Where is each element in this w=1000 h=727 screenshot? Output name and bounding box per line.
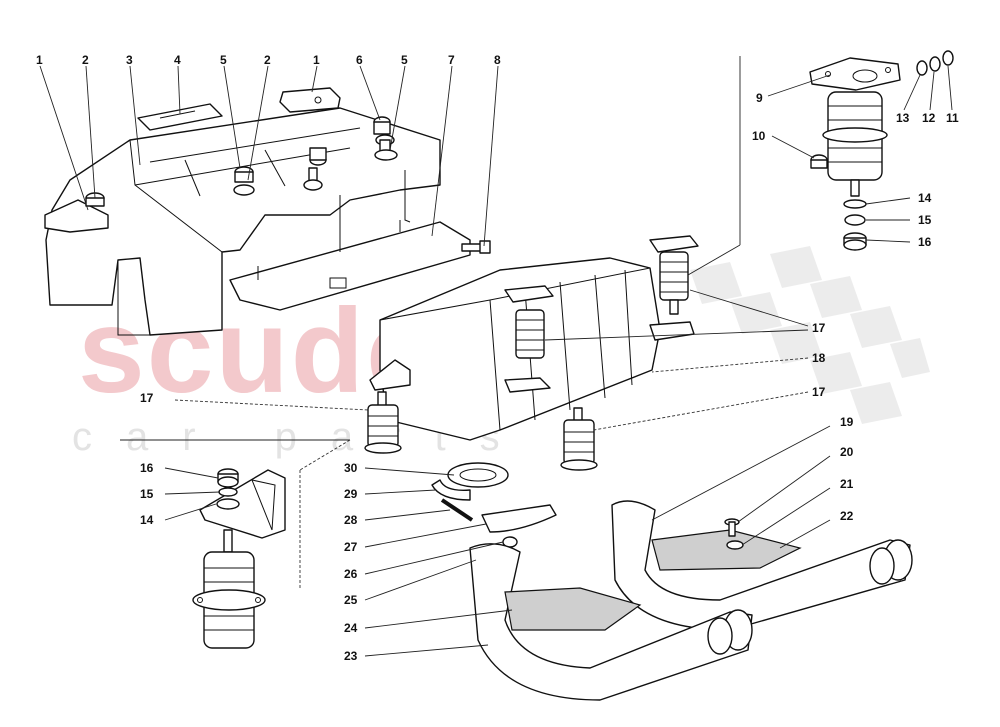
rubber-mount-part-17-top [649, 235, 699, 315]
callout-29: 29 [344, 487, 358, 501]
callout-5-second: 5 [401, 53, 408, 67]
nut-part-16-left [217, 468, 239, 488]
rubber-mount-part-17-center [504, 285, 554, 359]
callout-22: 22 [840, 509, 854, 523]
clamp-part-30 [447, 462, 509, 488]
tailpipe-part-19 [611, 500, 913, 631]
washer-part-21 [726, 540, 744, 550]
ring-part-12 [929, 56, 941, 72]
callout-1-second: 1 [313, 53, 320, 67]
callout-4: 4 [174, 53, 181, 67]
rubber-mount-part-17-right [560, 407, 598, 471]
clamp-half-part-27 [481, 504, 557, 533]
callout-27: 27 [344, 540, 358, 554]
bracket-part-1 [279, 87, 341, 113]
callout-17: 17 [812, 321, 826, 335]
callout-16: 16 [918, 235, 932, 249]
callout-25: 25 [344, 593, 358, 607]
washer-part-14-left [216, 498, 240, 510]
heat-shield-part-3 [45, 107, 441, 336]
callout-24: 24 [344, 621, 358, 635]
callout-17-right: 17 [812, 385, 826, 399]
bolt-part-28 [440, 498, 474, 522]
callout-20: 20 [840, 445, 854, 459]
callout-18: 18 [812, 351, 826, 365]
bolt-part-8 [461, 240, 491, 254]
callout-11: 11 [946, 111, 959, 125]
clip-bracket-part-1 [44, 199, 109, 233]
callout-9: 9 [756, 91, 763, 105]
callout-labels: 1 2 3 4 5 2 1 6 5 7 8 9 10 13 12 11 14 1… [36, 53, 959, 663]
callout-21: 21 [840, 477, 854, 491]
callout-8: 8 [494, 53, 501, 67]
callout-23: 23 [344, 649, 358, 663]
clamp-half-part-29 [431, 479, 471, 501]
nut-part-16 [843, 232, 867, 251]
rubber-mount-part-17-left [364, 391, 402, 454]
callout-5: 5 [220, 53, 227, 67]
washer-part-15 [844, 214, 866, 226]
callout-10: 10 [752, 129, 766, 143]
callout-2-second: 2 [264, 53, 271, 67]
callout-28: 28 [344, 513, 358, 527]
mount-bracket-detail [199, 469, 286, 539]
ring-part-11 [942, 50, 954, 66]
flange-part-9 [809, 57, 901, 91]
callout-13: 13 [896, 111, 910, 125]
washer-part-15-left [218, 487, 238, 497]
callout-30: 30 [344, 461, 358, 475]
callout-14: 14 [918, 191, 932, 205]
heat-shield-part-24 [504, 587, 642, 631]
callout-26: 26 [344, 567, 358, 581]
nut-part-2b [233, 166, 255, 196]
callout-16-left: 16 [140, 461, 154, 475]
callout-14-left: 14 [140, 513, 154, 527]
rubber-mount-detail-left [192, 529, 266, 649]
callout-2: 2 [82, 53, 89, 67]
screw-part-20 [724, 518, 740, 537]
nut-part-10 [810, 154, 828, 169]
callout-17-left: 17 [140, 391, 154, 405]
callout-7: 7 [448, 53, 455, 67]
callout-15-left: 15 [140, 487, 154, 501]
plate-part-4 [137, 103, 223, 131]
bolt-part-5a [303, 147, 327, 191]
callout-19: 19 [840, 415, 854, 429]
heat-shield-part-22 [651, 529, 802, 571]
callout-3: 3 [126, 53, 133, 67]
bolt-part-6 [373, 116, 398, 161]
checkered-flag-watermark [690, 246, 930, 424]
rubber-mount-detail [822, 91, 888, 197]
callout-1: 1 [36, 53, 43, 67]
callout-6: 6 [356, 53, 363, 67]
callout-15: 15 [918, 213, 932, 227]
exhaust-pipe-part-23 [469, 543, 753, 701]
washer-part-14 [843, 199, 867, 209]
leader-lines [39, 56, 953, 657]
ring-part-13 [916, 60, 928, 76]
callout-12: 12 [922, 111, 936, 125]
lower-plate-part-7 [229, 220, 471, 311]
